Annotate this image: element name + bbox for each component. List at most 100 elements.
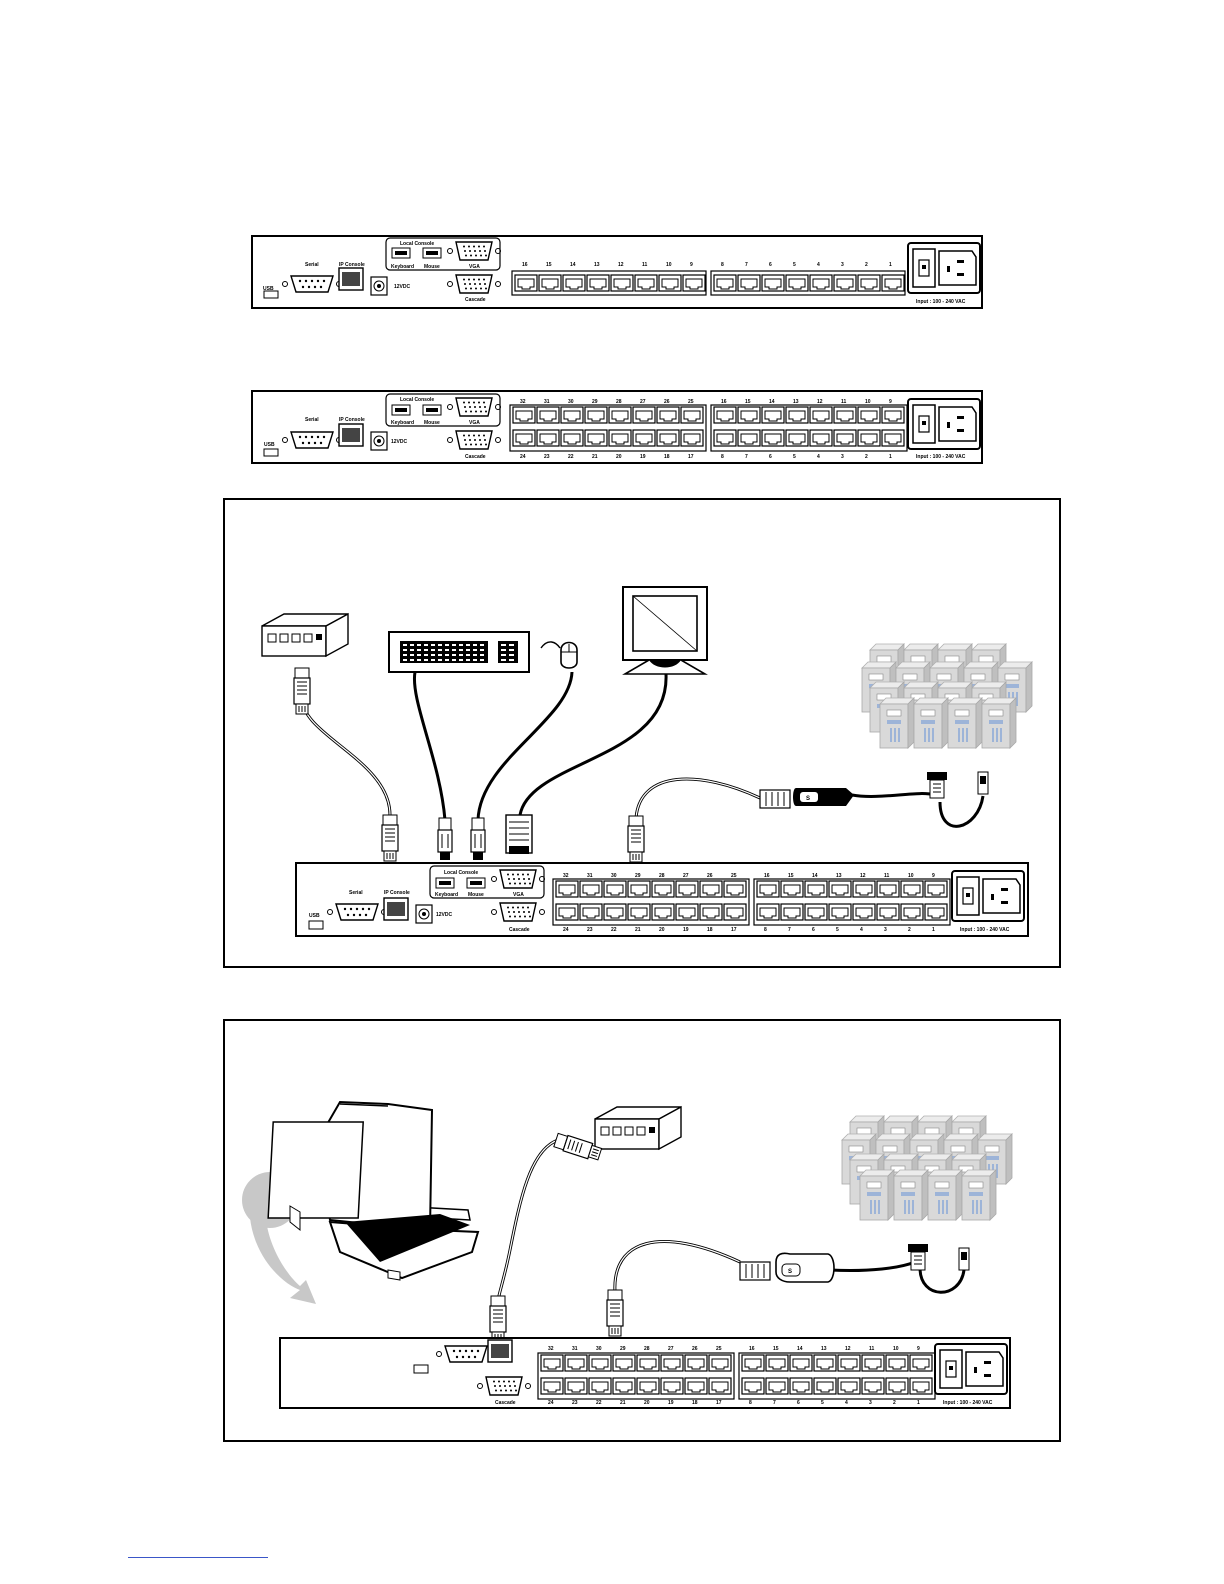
port-number-label: 3 [869, 1400, 872, 1406]
port-number-label: 27 [668, 1346, 674, 1352]
key-icon [417, 659, 421, 661]
key-icon [417, 654, 421, 656]
server-port [833, 274, 857, 292]
server-port [627, 880, 651, 898]
port-number-label: 7 [788, 927, 791, 933]
vga-plug [505, 814, 533, 854]
port-number-label: 12 [618, 262, 624, 268]
port-number-label: 18 [707, 927, 713, 933]
port-number-label: 21 [635, 927, 641, 933]
power-inlet [934, 1343, 1008, 1395]
mouse-port [466, 877, 486, 889]
keyboard-port [435, 877, 455, 889]
rj45-plug [489, 1295, 507, 1343]
key-icon [403, 654, 407, 656]
mouse-port [422, 247, 442, 259]
server-interface-module: S [793, 788, 854, 806]
port-number-label: 7 [773, 1400, 776, 1406]
server-port [658, 274, 682, 292]
local-console-group [429, 865, 545, 899]
port-number-label: 21 [592, 454, 598, 460]
server-port [909, 1354, 933, 1372]
key-icon [410, 654, 414, 656]
server-port [584, 429, 608, 447]
port-number-label: 21 [620, 1400, 626, 1406]
key-icon [417, 644, 421, 646]
network-hub [594, 1106, 682, 1150]
port-number-label: 30 [568, 399, 574, 405]
server-port [684, 1354, 708, 1372]
port-number-label: 6 [812, 927, 815, 933]
server-port [723, 903, 747, 921]
key-icon [445, 644, 449, 646]
server-port [876, 880, 900, 898]
port-number-label: 12 [845, 1346, 851, 1352]
server-port [900, 903, 924, 921]
port-number-label: 15 [773, 1346, 779, 1352]
port-number-label: 24 [563, 927, 569, 933]
port-number-label: 20 [616, 454, 622, 460]
server-port [924, 903, 948, 921]
server-port [857, 406, 881, 424]
key-icon [459, 654, 463, 656]
server-tower-icon [927, 1169, 963, 1221]
server-tower-icon [913, 697, 949, 749]
key-icon [452, 649, 456, 651]
port-number-label: 13 [793, 399, 799, 405]
server-tower-icon [961, 1169, 997, 1221]
adapter-plug [739, 1261, 771, 1281]
local-console-group [385, 393, 501, 427]
dc-label: 12VDC [391, 439, 408, 445]
server-port [785, 429, 809, 447]
port-number-label: 13 [821, 1346, 827, 1352]
port-number-label: 4 [817, 262, 820, 268]
server-port [632, 406, 656, 424]
server-group [861, 643, 1033, 749]
port-number-label: 14 [769, 399, 775, 405]
key-icon [452, 659, 456, 661]
server-port [612, 1377, 636, 1395]
kvm-16-port-rear-panel: USB Serial IP Console 12VDC Local Consol… [251, 235, 983, 309]
port-number-label: 3 [884, 927, 887, 933]
server-port [857, 274, 881, 292]
key-icon [509, 644, 514, 646]
port-number-label: 10 [893, 1346, 899, 1352]
server-tower-icon [879, 697, 915, 749]
key-icon [438, 654, 442, 656]
port-number-label: 2 [908, 927, 911, 933]
key-icon [480, 654, 484, 656]
ip-console-port [487, 1339, 513, 1363]
key-icon [509, 654, 514, 656]
ip-console-label: IP Console [339, 417, 365, 423]
server-port [761, 406, 785, 424]
footnote-rule [128, 1557, 268, 1558]
server-tower-icon [947, 697, 983, 749]
server-port [603, 903, 627, 921]
port-number-label: 19 [668, 1400, 674, 1406]
port-number-label: 11 [642, 262, 648, 268]
key-icon [431, 659, 435, 661]
adapter-mark: S [788, 1269, 792, 1275]
input-voltage-label: Input : 100 - 240 VAC [916, 454, 966, 460]
port-number-label: 17 [688, 454, 694, 460]
cascade-label: Cascade [465, 454, 486, 460]
port-number-label: 6 [797, 1400, 800, 1406]
server-port [833, 406, 857, 424]
port-number-label: 32 [563, 873, 569, 879]
server-port [861, 1377, 885, 1395]
key-icon [480, 649, 484, 651]
server-port [909, 1377, 933, 1395]
port-number-label: 23 [572, 1400, 578, 1406]
server-port [660, 1377, 684, 1395]
server-port [881, 274, 905, 292]
server-port [540, 1377, 564, 1395]
port-number-label: 14 [797, 1346, 803, 1352]
port-number-label: 26 [692, 1346, 698, 1352]
server-port [708, 1354, 732, 1372]
server-port [809, 406, 833, 424]
key-icon [403, 644, 407, 646]
port-number-label: 12 [817, 399, 823, 405]
key-icon [445, 649, 449, 651]
kvm-32-port-rear-panel: USB Serial IP Console 12VDC Local Consol… [251, 390, 983, 464]
